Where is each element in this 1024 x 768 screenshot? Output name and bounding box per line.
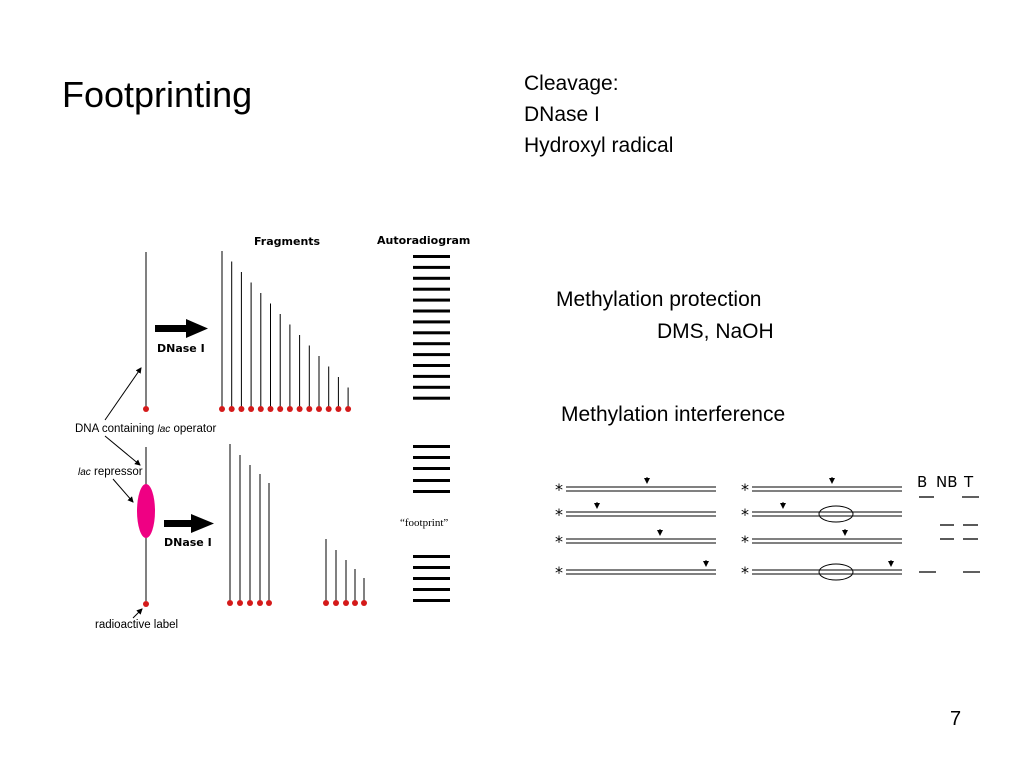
autoradiogram-bands-top: [413, 255, 450, 400]
label-dot: [335, 406, 342, 412]
footprint-label: “footprint”: [400, 517, 448, 529]
label-dot: [325, 406, 332, 412]
band: [413, 298, 450, 302]
band: [413, 445, 450, 448]
band: [413, 342, 450, 346]
protein-oval: [818, 563, 854, 581]
band: [413, 255, 450, 258]
label-dot: [257, 406, 264, 412]
methyl-marker: *: [555, 480, 563, 499]
methyl-marker: *: [741, 505, 749, 524]
methyl-marker: *: [741, 532, 749, 551]
band: [413, 309, 450, 313]
band: [413, 265, 450, 269]
lane-labels: B NB T: [917, 473, 974, 491]
methyl-marker: *: [741, 480, 749, 499]
repressor-label: lac repressor: [78, 466, 143, 503]
label-dot: [266, 600, 272, 606]
label-dot: [219, 406, 225, 412]
label-dot: [286, 406, 293, 412]
dnase-label-top: DNase I: [157, 342, 205, 355]
label-dot: [248, 406, 255, 412]
lac-repressor-protein: [137, 484, 155, 538]
intact-dna-top: [143, 252, 149, 412]
band: [413, 385, 450, 389]
label-dot: [257, 600, 263, 606]
label-dot: [361, 600, 367, 606]
band: [413, 566, 450, 569]
dnase-arrow-top: [155, 319, 208, 338]
cleavage-method-dnase: DNase I: [524, 103, 600, 126]
dnase-label-bottom: DNase I: [164, 536, 212, 549]
radioactive-label: radioactive label: [95, 608, 178, 631]
dnase-arrow-bottom: [164, 514, 214, 533]
label-dot: [227, 600, 233, 606]
band: [413, 599, 450, 602]
slide-number: 7: [950, 708, 962, 730]
methyl-marker: *: [741, 563, 749, 582]
label-dot: [323, 600, 329, 606]
band: [413, 331, 450, 335]
methyl-marker: *: [555, 532, 563, 551]
band: [413, 467, 450, 470]
fragments-header: Fragments: [254, 235, 321, 248]
methylation-interference-label: Methylation interference: [561, 403, 786, 426]
autoradiogram-bands-bottom: [413, 445, 450, 602]
label-dot: [277, 406, 284, 412]
band: [413, 276, 450, 280]
methyl-marker: *: [555, 563, 563, 582]
label-dot: [306, 406, 313, 412]
label-dot: [237, 600, 243, 606]
band: [413, 456, 450, 459]
label-dot: [296, 406, 303, 412]
band: [413, 287, 450, 291]
svg-text:DNA containing lac: DNA containing lac operator: [75, 423, 216, 435]
band: [413, 396, 450, 400]
band: [413, 577, 450, 580]
label-dot: [316, 406, 322, 412]
band: [413, 490, 450, 493]
dna-with-repressor: [137, 447, 155, 607]
label-dot: [238, 406, 245, 412]
band: [413, 479, 450, 482]
svg-text:lac repressor: lac repressor: [78, 466, 143, 478]
band: [413, 320, 450, 324]
methylation-interference-diagram: * * * * * * * *: [555, 477, 902, 582]
band: [413, 353, 450, 357]
band: [413, 374, 450, 378]
lane-label-b: B: [917, 473, 927, 491]
band: [413, 555, 450, 558]
band: [413, 364, 450, 367]
lane-label-t: T: [963, 473, 974, 491]
methyl-marker: *: [555, 505, 563, 524]
interference-gel-bands: [919, 496, 980, 573]
slide-title: Footprinting: [62, 74, 253, 115]
label-dot: [228, 406, 235, 412]
autoradiogram-header: Autoradiogram: [377, 234, 470, 247]
dna-label: DNA containing lac operator: [75, 367, 216, 466]
label-dot: [352, 600, 358, 606]
methylation-protection-label: Methylation protection: [556, 288, 762, 311]
cleavage-method-hydroxyl: Hydroxyl radical: [524, 134, 674, 157]
methylation-protection-reagents: DMS, NaOH: [657, 320, 774, 343]
lane-label-nb: NB: [936, 473, 958, 491]
fragments-top: [219, 251, 352, 412]
svg-text:radioactive label: radioactive label: [95, 619, 178, 631]
label-dot: [247, 600, 253, 606]
cleavage-heading: Cleavage:: [524, 72, 619, 95]
label-dot: [343, 600, 349, 606]
label-dot: [345, 406, 352, 412]
fragments-bottom: [227, 444, 367, 606]
protein-oval: [818, 505, 854, 523]
band: [413, 588, 450, 591]
label-dot: [333, 600, 339, 606]
label-dot: [267, 406, 274, 412]
